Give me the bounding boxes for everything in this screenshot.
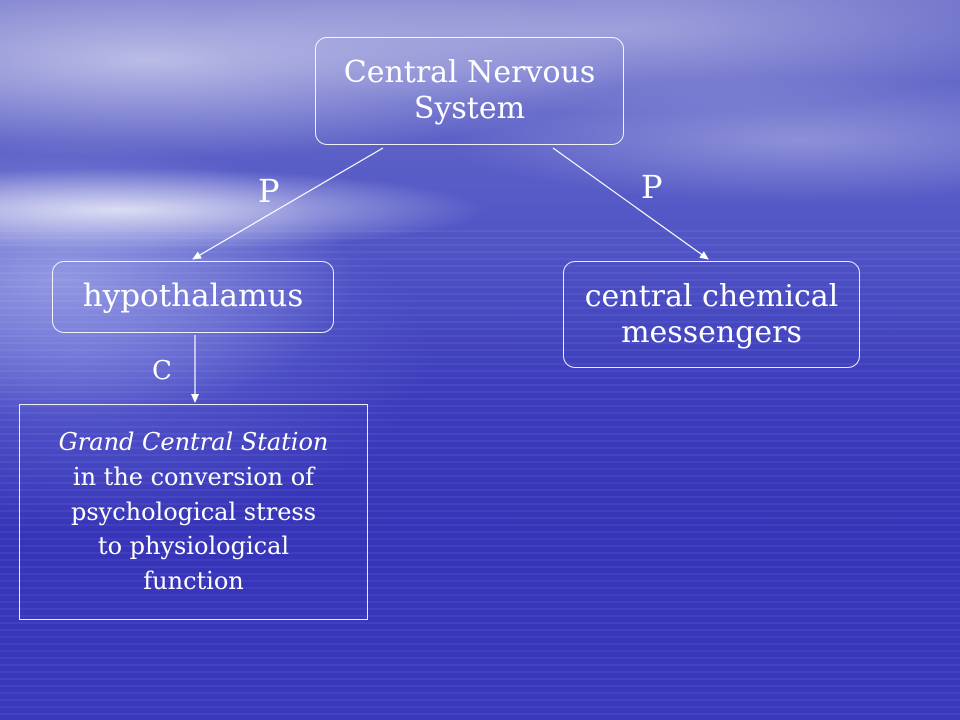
edge-label-p-right: P bbox=[641, 168, 663, 206]
node-cns-line1: Central Nervous bbox=[343, 55, 596, 90]
node-hypothalamus-label: hypothalamus bbox=[82, 278, 304, 315]
edge-cns-to-hypothalamus bbox=[192, 147, 384, 260]
node-chemical-line1: central chemical bbox=[584, 278, 839, 314]
node-station-line2: in the conversion of bbox=[72, 462, 315, 491]
node-central-chemical-messengers: central chemical messengers bbox=[563, 261, 860, 368]
node-hypothalamus: hypothalamus bbox=[52, 261, 334, 333]
node-station-line5: function bbox=[143, 567, 244, 596]
node-chemical-line2: messengers bbox=[621, 314, 802, 350]
node-station-line1: Grand Central Station bbox=[58, 428, 329, 456]
edge-label-p-left: P bbox=[258, 172, 280, 210]
node-grand-central-station: Grand Central Station in the conversion … bbox=[19, 404, 368, 620]
node-station-line3: psychological stress bbox=[70, 497, 317, 526]
edge-cns-to-chemical bbox=[552, 147, 709, 260]
node-station-line4: to physiological bbox=[97, 532, 290, 561]
node-cns-line2: System bbox=[413, 91, 526, 126]
edge-label-c: C bbox=[152, 356, 172, 386]
node-central-nervous-system: Central Nervous System bbox=[315, 37, 624, 145]
